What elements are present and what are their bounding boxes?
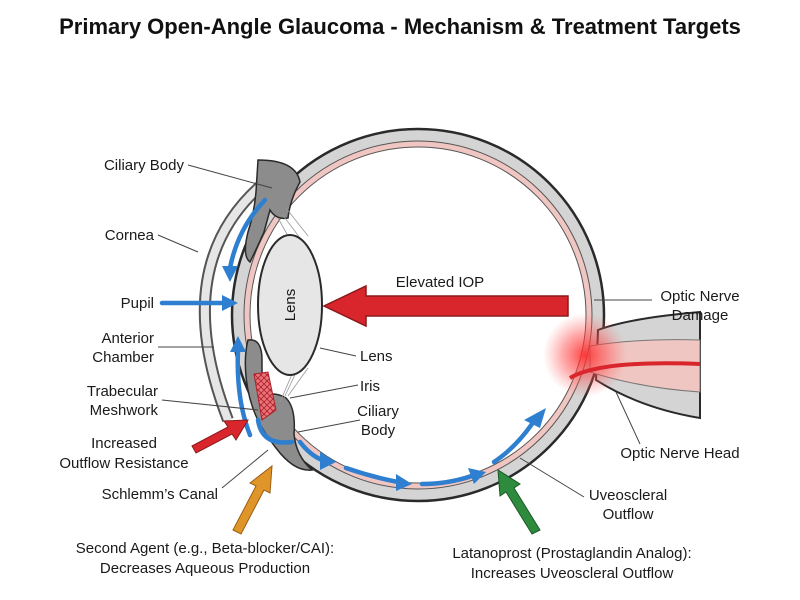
page-title: Primary Open-Angle Glaucoma - Mechanism … — [59, 14, 741, 39]
cornea — [200, 174, 273, 422]
label-lens: Lens — [360, 348, 393, 365]
label-pupil: Pupil — [121, 295, 154, 312]
lens-inner-label: Lens — [282, 289, 299, 322]
flow-arrow-uveo-4 — [491, 421, 535, 465]
flow-arrow-uveo-3 — [419, 473, 475, 487]
latanoprost-title: Latanoprost (Prostaglandin Analog): — [452, 545, 691, 562]
label-uveoscleral-2: Outflow — [603, 506, 654, 523]
flow-arrow-chamber — [235, 347, 253, 438]
elevated-iop-label: Elevated IOP — [396, 274, 484, 291]
label-optic-nerve-damage-1: Optic Nerve — [660, 288, 739, 305]
ciliary-body-top — [244, 159, 301, 264]
flow-arrow-ciliary — [227, 197, 268, 271]
second-agent-arrow-icon — [232, 464, 273, 535]
leader-lines — [157, 164, 652, 498]
label-anterior-chamber-2: Chamber — [92, 349, 154, 366]
label-ciliary-body-low-1: Ciliary — [357, 403, 399, 420]
flow-arrow-schlemm — [255, 417, 295, 445]
optic-nerve-head-damage — [568, 361, 701, 380]
label-optic-nerve-damage-2: Damage — [672, 307, 729, 324]
label-ciliary-body-top: Ciliary Body — [104, 157, 185, 174]
elevated-iop-arrow-icon — [322, 284, 569, 328]
label-trabecular-1: Trabecular — [87, 383, 158, 400]
label-schlemm: Schlemm’s Canal — [102, 486, 218, 503]
optic-nerve-damage-glow — [543, 313, 627, 397]
trabecular-meshwork — [253, 371, 277, 421]
second-agent-effect: Decreases Aqueous Production — [100, 560, 310, 577]
label-cornea: Cornea — [105, 227, 155, 244]
latanoprost-arrow-icon — [497, 469, 541, 535]
label-anterior-chamber-1: Anterior — [101, 330, 154, 347]
lens — [257, 234, 323, 376]
second-agent-title: Second Agent (e.g., Beta-blocker/CAI): — [76, 540, 334, 557]
label-optic-nerve-head: Optic Nerve Head — [620, 445, 739, 462]
label-trabecular-2: Meshwork — [90, 402, 159, 419]
label-ciliary-body-low-2: Body — [361, 422, 396, 439]
aqueous-flow — [159, 197, 546, 491]
label-iris: Iris — [360, 378, 380, 395]
label-uveoscleral-1: Uveoscleral — [589, 487, 667, 504]
optic-nerve — [543, 310, 701, 420]
label-increased-1: Increased — [91, 435, 157, 452]
flow-arrow-uveo-2 — [343, 465, 401, 485]
outflow-resistance-arrow-icon — [191, 419, 249, 454]
latanoprost-effect: Increases Uveoscleral Outflow — [471, 565, 674, 582]
label-increased-2: Outflow Resistance — [59, 455, 188, 472]
